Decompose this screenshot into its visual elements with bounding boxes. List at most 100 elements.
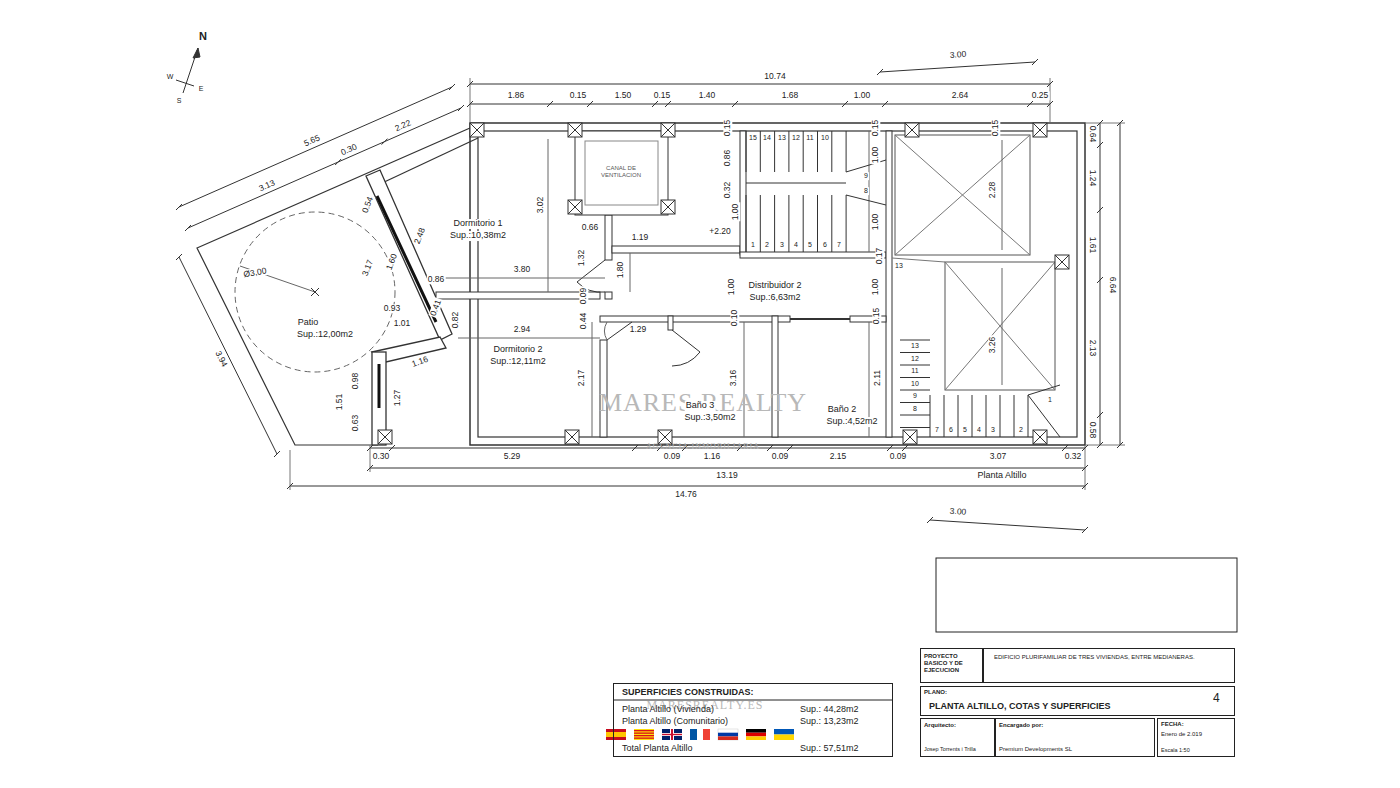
extension-line [290, 450, 291, 490]
room-area: Sup.:10,38m2 [449, 231, 507, 241]
column-cross [1033, 430, 1047, 444]
stair-tread [900, 365, 930, 366]
dimension: 0.15 [653, 91, 672, 100]
step-number: 12 [791, 134, 801, 142]
plan-drawing [176, 48, 1237, 700]
box-heading: SUPERFICIES CONSTRUIDAS: [622, 687, 754, 697]
box-text: Enero de 2.019 [1161, 731, 1202, 738]
title-cell: PLANO:PLANTA ALTILLO, COTAS Y SUPERFICIE… [920, 686, 1235, 716]
column [1033, 123, 1047, 137]
box-heading: PROYECTO BASICO Y DE EJECUCION [924, 653, 980, 674]
box-text: 4 [1213, 692, 1220, 706]
dimension-tick [882, 101, 888, 107]
column [661, 123, 675, 137]
void [945, 262, 1055, 390]
flag [634, 730, 654, 731]
step-number: 4 [976, 426, 982, 434]
column [661, 200, 675, 214]
dimension-line [470, 104, 1050, 105]
box-text: Planta Altillo (Comunitario) [622, 716, 728, 726]
room-name: Baño 3 [685, 401, 716, 411]
wall [380, 138, 478, 184]
dimension: 1.24 [1087, 169, 1096, 188]
dimension-line [630, 253, 631, 292]
level-mark: +2.20 [708, 227, 732, 236]
room-area: Sup.:12,11m2 [489, 357, 546, 367]
room-name: Distribuidor 2 [747, 281, 802, 291]
stair-tread [846, 131, 847, 172]
dimension-tick [458, 105, 464, 111]
dimension: 3.26 [988, 336, 997, 355]
room-area: Sup.:4,52m2 [825, 417, 878, 427]
step-number: 4 [793, 241, 799, 249]
step-number: 13 [910, 342, 920, 350]
stair-tread [817, 131, 818, 172]
dimension: 1.01 [393, 319, 412, 328]
dimension: 0.15 [723, 119, 732, 138]
box-text: Premium Developments SL [999, 746, 1072, 753]
step-number: 15 [748, 134, 758, 142]
step-number: 7 [836, 241, 842, 249]
dimension: 1.50 [614, 91, 633, 100]
dimension-tick [287, 483, 293, 489]
step-number: 13 [777, 134, 787, 142]
flag [697, 729, 703, 740]
dimension-tick [1047, 81, 1053, 87]
dimension-line [179, 87, 452, 207]
compass-letter: W [166, 73, 175, 81]
dimension: 1.80 [616, 261, 625, 280]
dimension: 1.86 [507, 91, 526, 100]
step-number: 1 [750, 241, 756, 249]
dimension-tick [1097, 142, 1103, 148]
stair-tread [788, 131, 789, 172]
dimension: 1.19 [631, 233, 650, 242]
column-cross [568, 123, 582, 137]
step-number: 8 [912, 405, 918, 413]
dimension-tick [1117, 120, 1123, 126]
dimension: 0.17 [875, 247, 884, 266]
step-number: 14 [762, 134, 772, 142]
dimension: 0.82 [451, 311, 460, 330]
column [470, 123, 484, 137]
flag [690, 729, 697, 740]
door-swing [605, 322, 607, 340]
dimension: 3.94 [213, 349, 230, 370]
dimension-line [179, 257, 277, 454]
dimension-line [930, 520, 1085, 530]
dimension-tick [1062, 445, 1068, 451]
box-heading: Encargado por: [999, 722, 1043, 729]
stair-tread [900, 402, 930, 403]
dimension: 3.02 [536, 196, 545, 215]
north-label: N [198, 30, 208, 42]
flag [634, 735, 654, 736]
dimension-tick [877, 69, 883, 75]
flag [606, 732, 626, 737]
dimension: 0.15 [872, 307, 881, 326]
void-cross [895, 135, 1030, 255]
wall [886, 131, 892, 437]
step-number: 5 [962, 426, 968, 434]
box-heading: FECHA: [1161, 721, 1184, 728]
dimension-tick [367, 465, 373, 471]
dimension-tick [1117, 442, 1123, 448]
box-text: Sup.: 13,23m2 [800, 716, 859, 726]
column [568, 123, 582, 137]
title-cell: Encargado por: Premium Developments SL [995, 718, 1155, 757]
centre-mark [311, 288, 319, 296]
dimension: 1.51 [335, 393, 344, 412]
box-heading: EDIFICIO PLURIFAMILIAR DE TRES VIVIENDAS… [994, 654, 1226, 661]
stair-tread [1014, 395, 1015, 437]
window [378, 364, 381, 408]
wall [740, 131, 746, 255]
wall [605, 292, 612, 299]
column-cross [1055, 255, 1069, 269]
title-cell: FECHA:Enero de 2.019Escala 1:50 [1157, 718, 1235, 757]
title-cell: EDIFICIO PLURIFAMILIAR DE TRES VIVIENDAS… [983, 648, 1235, 683]
stair-tread [803, 131, 804, 172]
stair-tread [900, 377, 930, 378]
room-name: Patio [297, 318, 320, 328]
dimension-tick [1047, 101, 1053, 107]
dimension-tick [767, 445, 773, 451]
flag [718, 733, 738, 737]
flag [634, 729, 654, 740]
